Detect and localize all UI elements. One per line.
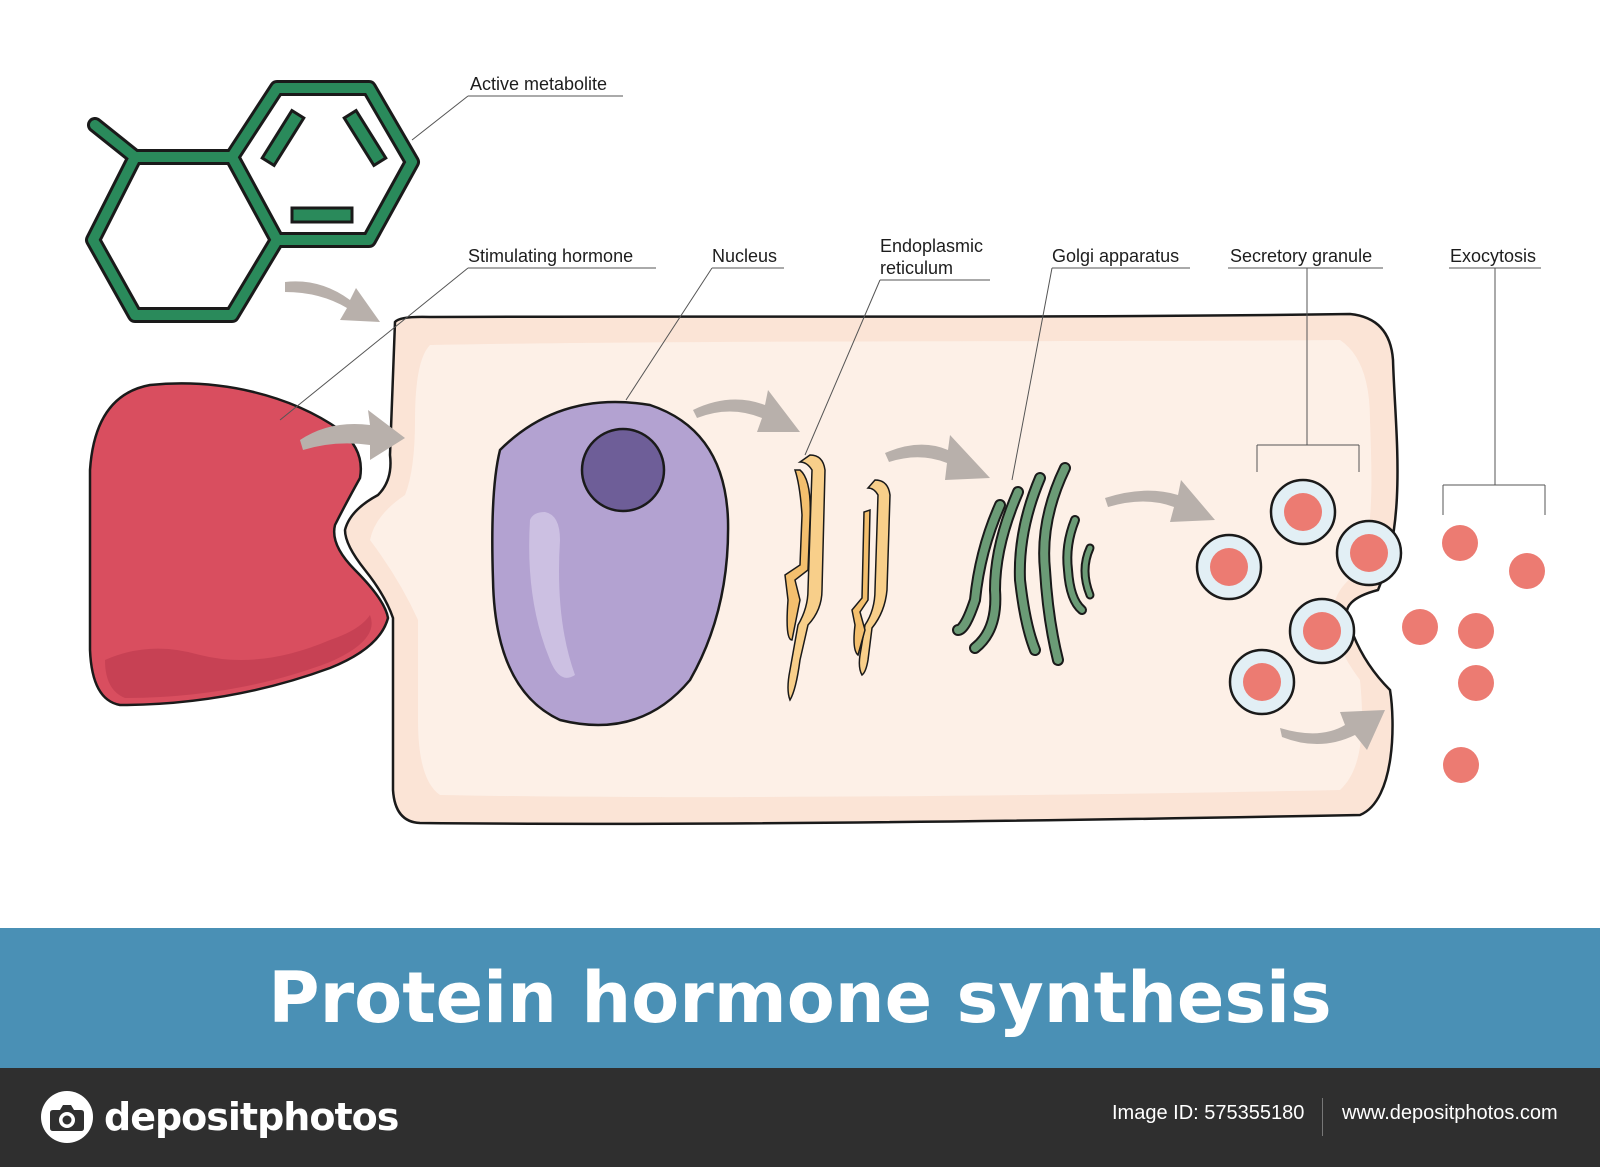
leader-lines <box>279 95 1546 515</box>
logo-text: depositphotos <box>104 1095 399 1139</box>
label-active-metabolite: Active metabolite <box>470 74 607 94</box>
secretory-granule <box>1195 533 1263 601</box>
label-endoplasmic-reticulum-1: Endoplasmic <box>880 236 983 256</box>
molecule-double-bonds <box>260 108 388 224</box>
secretory-granule <box>1228 648 1296 716</box>
label-exocytosis: Exocytosis <box>1450 246 1536 266</box>
hormone-particle <box>1458 665 1494 701</box>
label-secretory-granule: Secretory granule <box>1230 246 1372 266</box>
hormone-particle <box>1442 525 1478 561</box>
nucleolus-shape <box>580 427 666 513</box>
hormone-particle <box>1443 747 1479 783</box>
site-url-link[interactable]: www.depositphotos.com <box>1342 1102 1558 1124</box>
hormone-particle <box>1402 609 1438 645</box>
stimulating-hormone-shape <box>88 382 390 707</box>
title-bar: Protein hormone synthesis <box>0 928 1600 1068</box>
golgi-apparatus-fill <box>954 464 1093 664</box>
label-golgi-apparatus: Golgi apparatus <box>1052 246 1179 266</box>
image-id: Image ID: 575355180 <box>1112 1102 1305 1124</box>
flow-arrows <box>285 281 1385 750</box>
hormone-particle <box>1458 613 1494 649</box>
secretory-granule <box>1288 597 1356 665</box>
diagram-title: Protein hormone synthesis <box>268 957 1332 1039</box>
hormone-shadow <box>105 615 372 698</box>
label-stimulating-hormone: Stimulating hormone <box>468 246 633 266</box>
label-endoplasmic-reticulum-2: reticulum <box>880 258 953 278</box>
exocytosis-particles <box>1402 525 1545 783</box>
depositphotos-logo[interactable]: depositphotos <box>40 1090 399 1144</box>
active-metabolite-molecule-fill <box>88 83 417 320</box>
secretory-granule <box>1335 519 1403 587</box>
footer-bar: depositphotos Image ID: 575355180 www.de… <box>0 1068 1600 1167</box>
footer-divider <box>1322 1098 1323 1136</box>
endoplasmic-reticulum-shape <box>784 454 891 702</box>
label-nucleus: Nucleus <box>712 246 777 266</box>
diagram-canvas: Active metabolite Stimulating hormone Nu… <box>85 74 1546 826</box>
secretory-granules <box>1195 478 1403 716</box>
nucleus-highlight <box>529 512 575 678</box>
camera-icon <box>41 1091 93 1143</box>
secretory-granule <box>1269 478 1337 546</box>
hormone-particle <box>1509 553 1545 589</box>
